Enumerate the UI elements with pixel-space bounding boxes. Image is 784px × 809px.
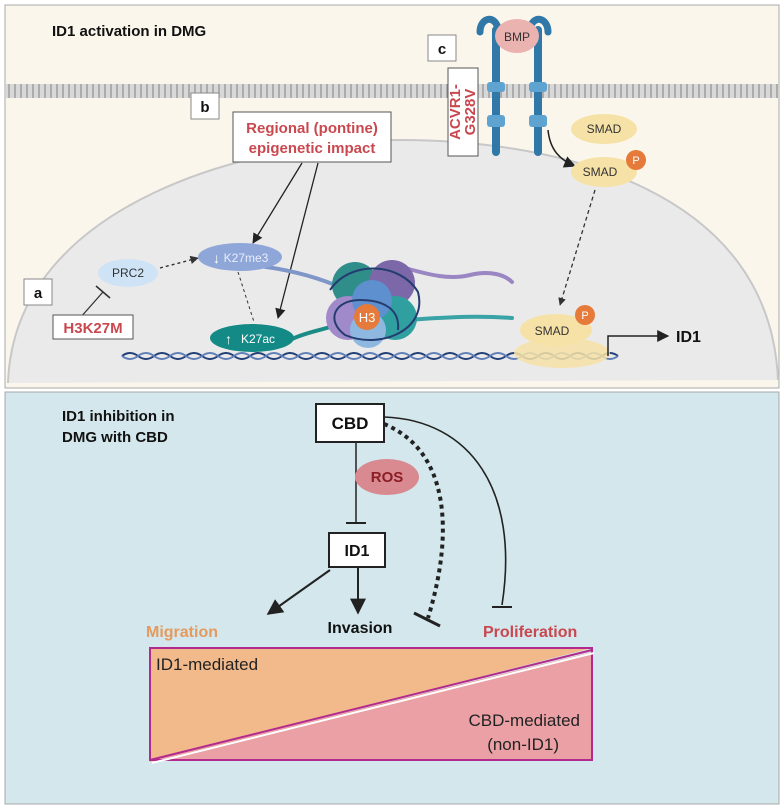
top-panel: ID1 activation in DMG c b a Regional (po… [4,4,780,389]
cbd-box [315,403,385,443]
panel-label-a-box [23,278,53,306]
nucleosome [326,260,421,348]
regional-impact-line2: epigenetic impact [249,140,376,157]
phospho-label-1: P [632,155,639,167]
cbd-inhibits-proliferation-line [383,416,507,606]
outcome-box-border [149,647,593,761]
id1-box [328,532,386,568]
id1-label: ID1 [345,543,370,560]
cbd-label: CBD [332,414,369,433]
top-panel-title: ID1 activation in DMG [52,23,206,40]
acvr1-line1: ACVR1- [447,84,464,140]
regional-to-k27ac-arrow [275,162,319,320]
smad-dna-complex-bg [514,338,610,368]
diagonal-divider-white [151,652,595,764]
smad-label-2: SMAD [583,165,618,179]
bottom-panel-title-line1: ID1 inhibition in [62,408,175,425]
transcription-start-arrow [607,330,670,356]
h3k27m-label: H3K27M [63,320,122,337]
prc2-to-k27me3-arrow [159,255,199,269]
migration-label: Migration [146,624,218,641]
smad-unphosphorylated [571,114,637,144]
k27me3-k27ac-link [237,271,255,323]
bottom-panel: ID1 inhibition in DMG with CBD CBD ROS I… [4,391,780,805]
regional-impact-line1: Regional (pontine) [246,120,378,137]
smad-translocation-arrow [558,189,596,306]
phospho-icon-2 [575,305,595,325]
prc2-label: PRC2 [112,266,144,280]
receptor-to-smad-arrow [547,129,577,168]
h3-circle [354,304,380,330]
histone-tail-upper-right [403,266,514,284]
smad-nuclear [520,314,592,346]
phospho-icon-1 [626,150,646,170]
panel-label-b: b [200,99,209,116]
diagonal-divider [149,649,593,761]
bmp-receptor [476,15,552,156]
bmp-label: BMP [504,30,530,44]
bmp-ligand [495,19,539,53]
panel-label-b-box [190,92,220,120]
regional-impact-box [232,111,392,163]
phospho-label-2: P [581,310,588,322]
up-arrow-icon: ↑ [225,331,232,347]
cbd-mediated-label-line2: (non-ID1) [487,735,559,754]
ros-label: ROS [371,469,404,486]
h3k27m-inhibition-bar [95,285,111,299]
ros-ellipse [355,459,419,495]
h3k27m-box [52,314,134,340]
acvr1-box [447,67,479,157]
invasion-label: Invasion [328,620,393,637]
h3-label: H3 [359,310,376,325]
h3k27m-inhibits-prc2 [79,291,104,319]
panel-label-c-box [427,34,457,62]
cell-membrane [6,84,778,98]
k27me3-mark [198,243,282,271]
down-arrow-icon: ↓ [213,250,220,266]
proliferation-label: Proliferation [483,624,577,641]
bottom-panel-title-line2: DMG with CBD [62,429,168,446]
prc2 [98,259,158,287]
regional-to-k27me3-arrow [252,162,303,244]
k27me3-label: K27me3 [224,251,269,265]
cbd-inhibits-invasion-bar [413,611,441,628]
smad-phosphorylated [571,157,637,187]
id1-mediated-label: ID1-mediated [156,655,258,674]
smad-label-1: SMAD [587,122,622,136]
panel-label-a: a [34,285,43,302]
id1-gene-label: ID1 [676,329,701,346]
panel-label-c: c [438,41,446,58]
k27ac-mark [210,324,294,352]
id1-to-migration-arrow [266,569,331,615]
acvr1-line2: G328V [462,89,479,136]
cbd-inhibits-invasion-dotted [383,422,445,619]
k27ac-label: K27ac [241,332,275,346]
cbd-mediated-label-line1: CBD-mediated [469,711,581,730]
smad-nuclear-label: SMAD [535,324,570,338]
